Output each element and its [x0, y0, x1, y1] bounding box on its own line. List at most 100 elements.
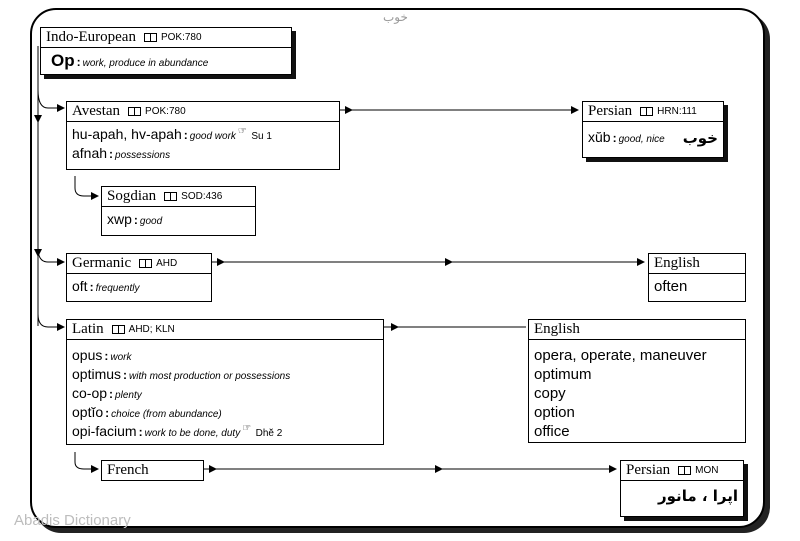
- box-french: French: [101, 460, 204, 481]
- box-header: French: [102, 461, 203, 480]
- language-name: Latin: [72, 321, 104, 337]
- entry-word: xŭb: [588, 129, 611, 145]
- reference: POK:780: [143, 32, 202, 43]
- english-word: copy: [534, 385, 566, 402]
- persian-script: اپرا ، مانور: [658, 487, 738, 505]
- book-icon: [164, 192, 178, 201]
- book-icon: [143, 33, 157, 42]
- box-header: Latin AHD; KLN: [67, 320, 383, 340]
- box-header: English: [649, 254, 745, 274]
- root-word: Op: [51, 51, 75, 70]
- reference-code: AHD; KLN: [128, 324, 175, 335]
- box-header: Germanic AHD: [67, 254, 211, 274]
- english-word: optimum: [534, 366, 592, 383]
- english-word: office: [534, 423, 570, 440]
- entry: hu-apah, hv-apah:good work☞ Su 1: [72, 126, 272, 142]
- language-name: Persian: [626, 462, 671, 478]
- box-persian-1: Persian HRN:111 xŭb:good, nice خوب: [582, 101, 724, 158]
- gloss: work to be done, duty: [144, 428, 241, 439]
- book-icon: [128, 107, 142, 116]
- language-name: Persian: [588, 103, 633, 119]
- reference: AHD: [139, 258, 177, 269]
- reference-code: AHD: [156, 258, 178, 269]
- language-name: English: [654, 255, 700, 271]
- gloss: good, nice: [618, 134, 665, 145]
- reference-code: POK:780: [145, 106, 186, 117]
- entry-word: oft: [72, 278, 88, 294]
- gloss: work: [110, 352, 132, 363]
- box-english-2: English opera, operate, maneuver optimum…: [528, 319, 746, 443]
- to-avestan: [37, 89, 65, 112]
- reference: AHD; KLN: [111, 324, 175, 335]
- language-name: Sogdian: [107, 188, 157, 204]
- gloss: plenty: [115, 390, 142, 401]
- watermark: Abadis Dictionary: [14, 512, 131, 529]
- reference-code: POK:780: [160, 32, 202, 43]
- reference: HRN:111: [640, 106, 697, 117]
- reference: MON: [678, 465, 719, 476]
- cross-reference: Dhĕ 2: [255, 428, 283, 439]
- box-persian-2: Persian MON اپرا ، مانور: [620, 460, 744, 517]
- entry-word: xwp: [107, 211, 132, 227]
- gloss: frequently: [95, 283, 140, 294]
- language-name: Germanic: [72, 255, 132, 271]
- reference: SOD:436: [164, 191, 222, 202]
- pointing-hand-icon: ☞: [242, 423, 252, 434]
- avestan-to-sogdian: [74, 176, 99, 200]
- gloss: good: [139, 216, 163, 227]
- box-header: Persian MON: [621, 461, 743, 481]
- to-latin: [37, 313, 65, 331]
- entry-word: opus: [72, 347, 103, 363]
- language-name: Indo-European: [46, 29, 136, 45]
- language-name: Avestan: [72, 103, 121, 119]
- entry: afnah:possessions: [72, 145, 171, 161]
- latin-to-french: [74, 452, 99, 473]
- reference: POK:780: [128, 106, 186, 117]
- book-icon: [640, 107, 654, 116]
- box-header: Avestan POK:780: [67, 102, 339, 122]
- gloss: good work: [189, 131, 236, 142]
- entry: opus:work: [72, 347, 132, 363]
- book-icon: [111, 325, 125, 334]
- box-english-1: English often: [648, 253, 746, 302]
- header-word: خوب: [383, 10, 408, 24]
- box-header: Indo-European POK:780: [41, 28, 291, 48]
- box-indo-european: Indo-European POK:780 Op:work, produce i…: [40, 27, 292, 75]
- entry-word: optimus: [72, 366, 122, 382]
- entry-word: optĭo: [72, 404, 104, 420]
- english-word: often: [654, 278, 688, 295]
- entry: co-op:plenty: [72, 385, 142, 401]
- box-header: Sogdian SOD:436: [102, 187, 255, 207]
- english-word: option: [534, 404, 575, 421]
- entry-word: co-op: [72, 385, 108, 401]
- box-sogdian: Sogdian SOD:436 xwp:good: [101, 186, 256, 236]
- gloss: possessions: [115, 150, 171, 161]
- pointing-hand-icon: ☞: [237, 126, 247, 137]
- gloss: work, produce in abundance: [82, 58, 209, 69]
- book-icon: [139, 259, 153, 268]
- box-avestan: Avestan POK:780 hu-apah, hv-apah:good wo…: [66, 101, 340, 170]
- entry-word: hu-apah, hv-apah: [72, 126, 182, 142]
- language-name: French: [107, 462, 149, 478]
- entry: optĭo:choice (from abundance): [72, 404, 222, 420]
- box-header: English: [529, 320, 745, 340]
- entry-word: opi-facium: [72, 423, 137, 439]
- entry: opi-facium:work to be done, duty☞ Dhĕ 2: [72, 423, 283, 439]
- gloss: with most production or possessions: [129, 371, 291, 382]
- to-germanic: [37, 247, 65, 266]
- box-header: Persian HRN:111: [583, 102, 723, 122]
- reference-code: SOD:436: [181, 191, 223, 202]
- language-name: English: [534, 321, 580, 337]
- cross-reference: Su 1: [251, 131, 272, 142]
- reference-code: MON: [695, 465, 719, 476]
- box-germanic: Germanic AHD oft:frequently: [66, 253, 212, 302]
- entry-word: afnah: [72, 145, 108, 161]
- entry: optimus:with most production or possessi…: [72, 366, 291, 382]
- english-word: opera, operate, maneuver: [534, 347, 707, 364]
- box-latin: Latin AHD; KLN opus:work optimus:with mo…: [66, 319, 384, 445]
- persian-script: خوب: [682, 129, 718, 147]
- reference-code: HRN:111: [657, 106, 697, 117]
- book-icon: [678, 466, 692, 475]
- gloss: choice (from abundance): [111, 409, 222, 420]
